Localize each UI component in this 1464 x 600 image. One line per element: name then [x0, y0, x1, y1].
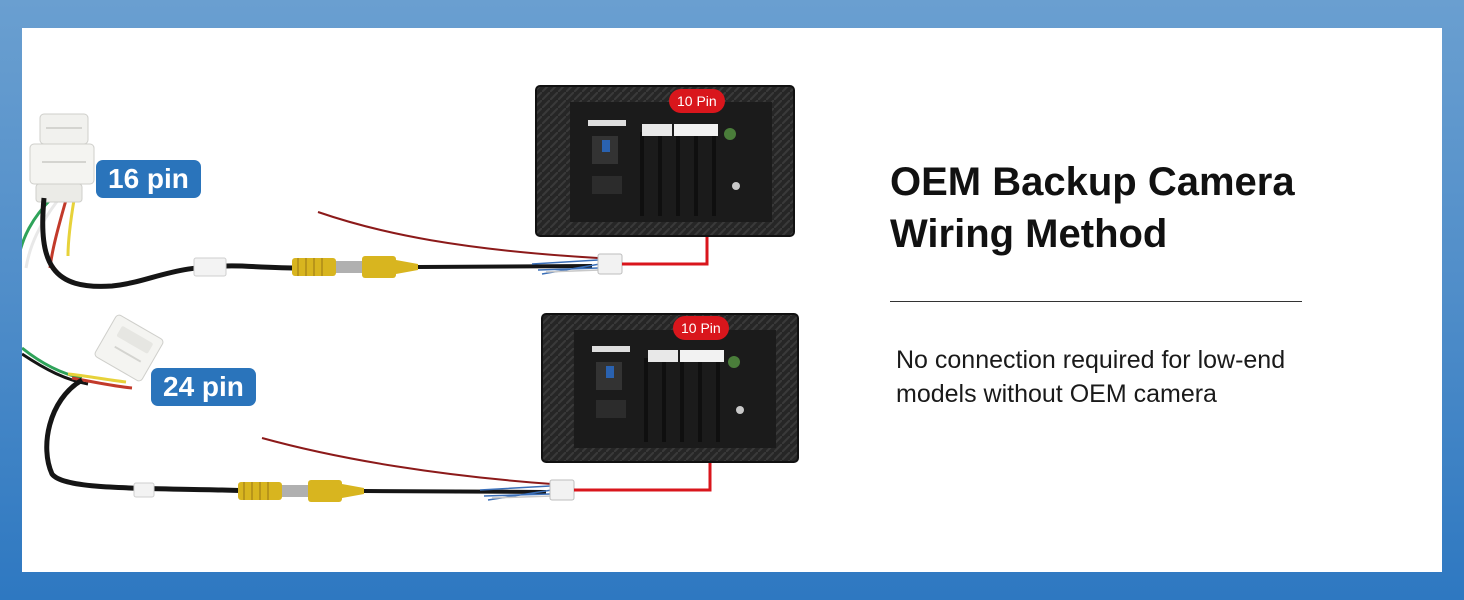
content-panel: 16 pin 24 pin 10 Pin 10 Pin OEM Backup C… [22, 28, 1442, 572]
24-pin-label: 24 pin [151, 368, 256, 406]
page-title: OEM Backup Camera Wiring Method [890, 156, 1410, 260]
rca-connector [238, 480, 364, 502]
bottom-harness [22, 314, 718, 502]
top-radio-unit [535, 85, 795, 237]
description-line-1: No connection required for low-end [896, 346, 1286, 374]
title-line-1: OEM Backup Camera [890, 160, 1295, 204]
bottom-10-pin-label: 10 Pin [673, 316, 729, 340]
description-line-2: models without OEM camera [896, 380, 1217, 408]
top-harness [22, 113, 715, 289]
16-pin-label: 16 pin [96, 160, 201, 198]
bottom-radio-unit [541, 313, 799, 463]
top-10-pin-label: 10 Pin [669, 89, 725, 113]
24-pin-connector [94, 314, 164, 382]
rca-connector [292, 256, 418, 278]
16-pin-connector [29, 113, 95, 203]
title-line-2: Wiring Method [890, 212, 1168, 256]
divider [890, 301, 1302, 302]
wiring-diagram [22, 85, 799, 502]
description: No connection required for low-end model… [896, 343, 1356, 411]
